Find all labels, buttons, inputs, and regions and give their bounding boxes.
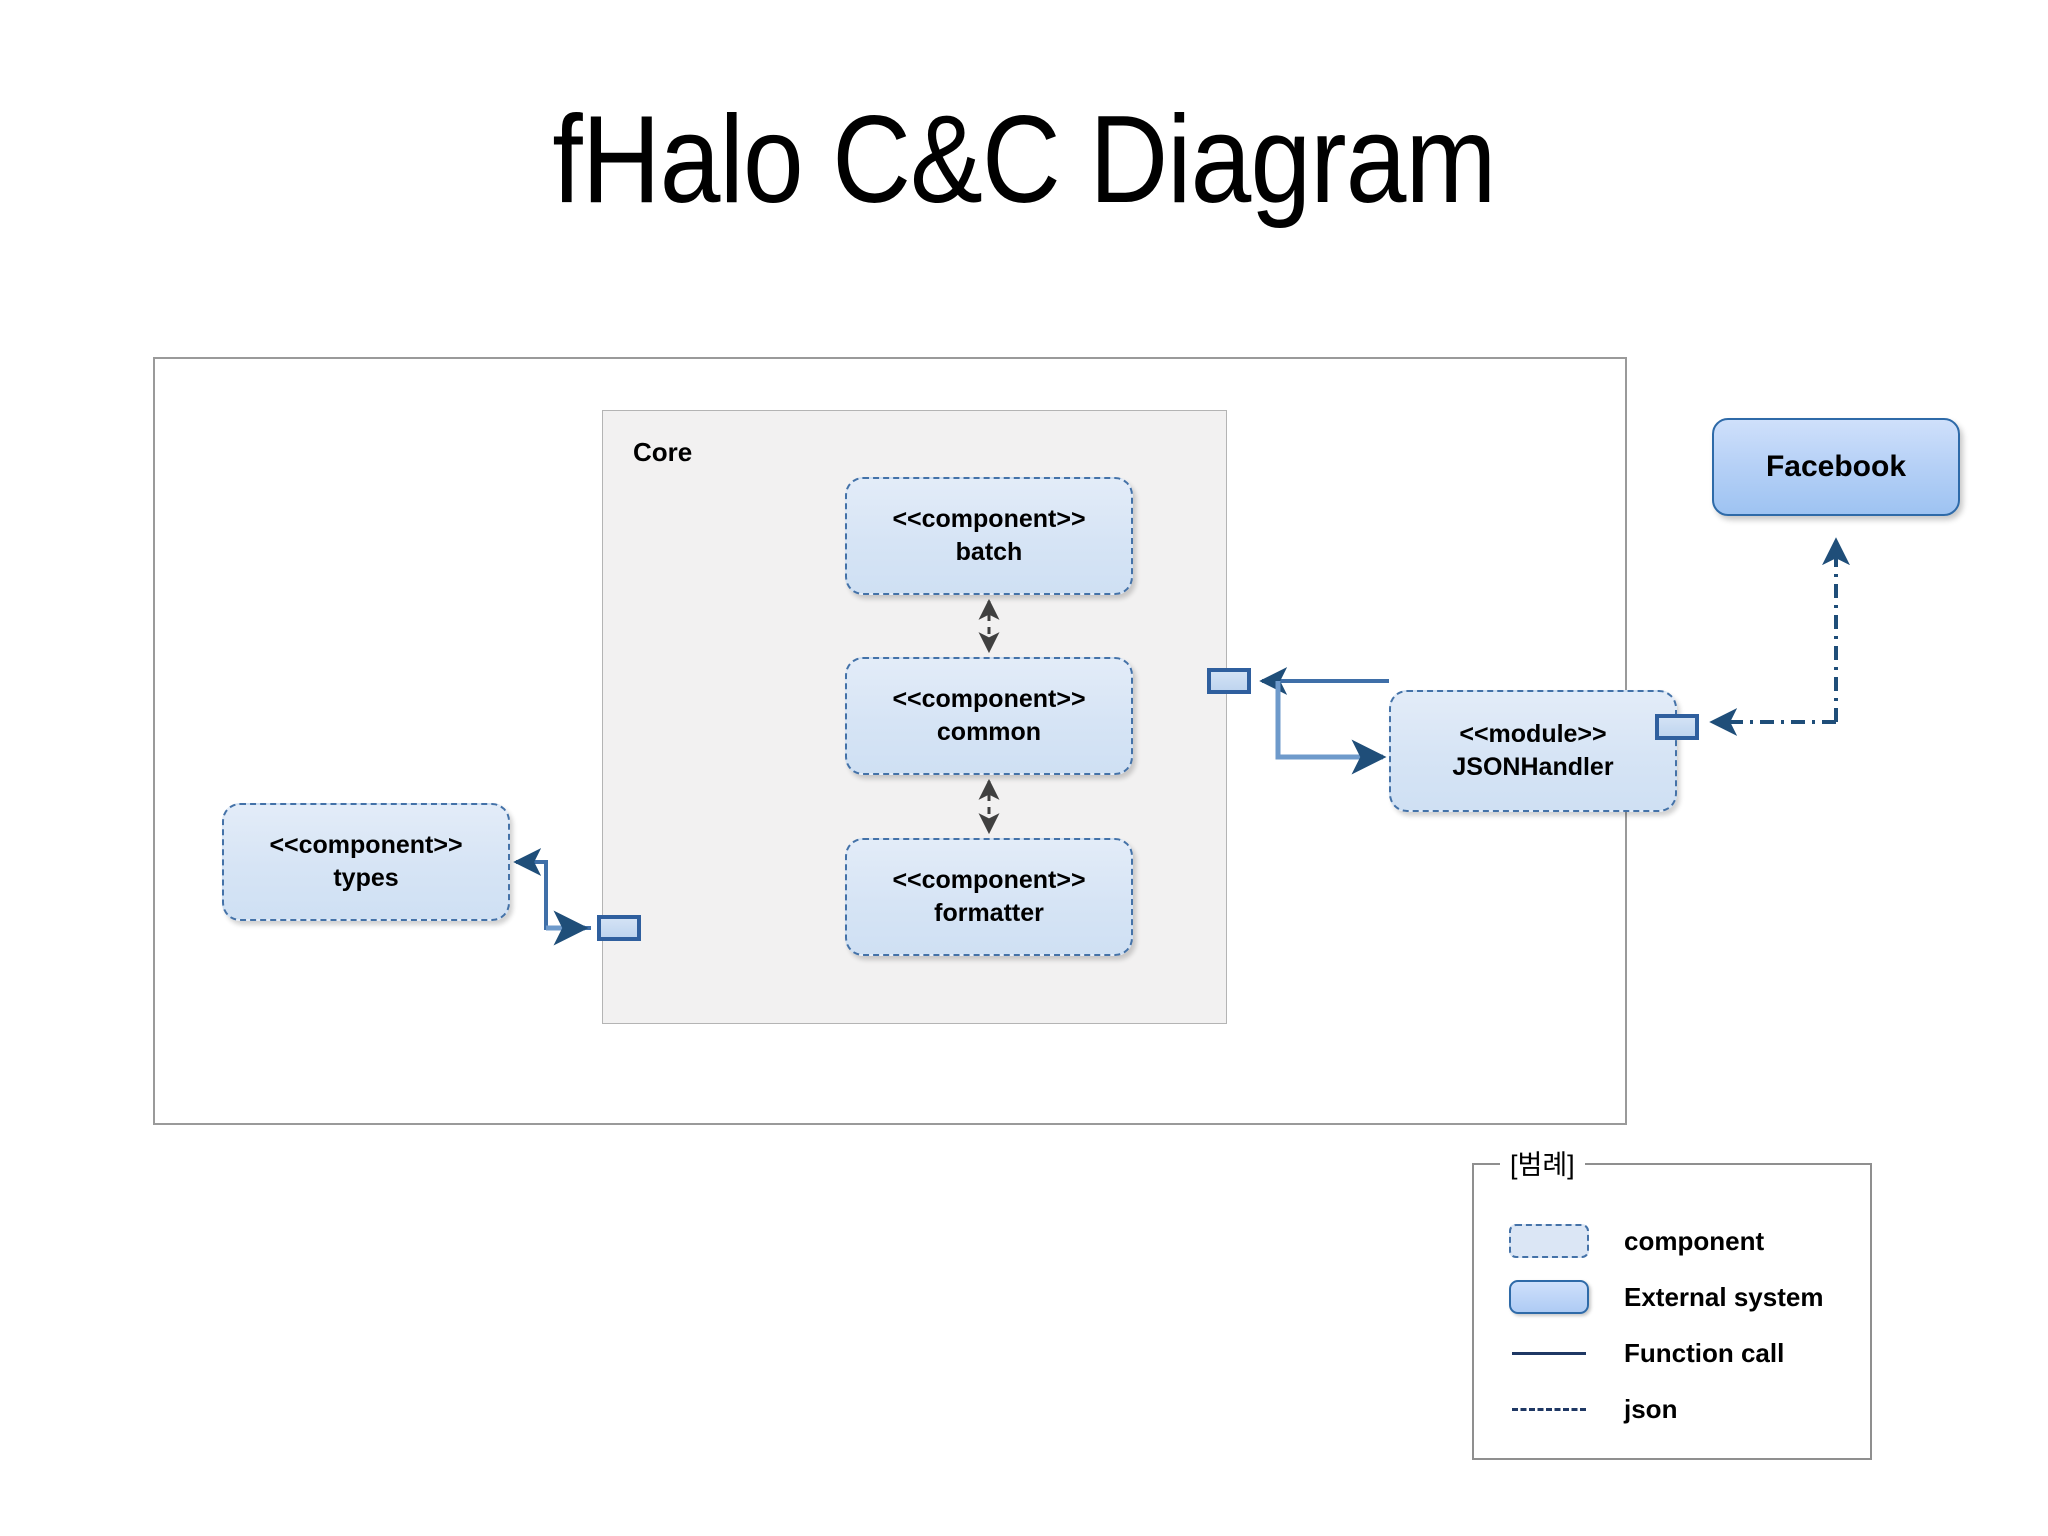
component-stereotype: <<component>> bbox=[892, 684, 1086, 713]
legend-item-external-system: External system bbox=[1474, 1269, 1874, 1325]
legend-item-label: json bbox=[1624, 1393, 1678, 1424]
component-batch[interactable]: <<component>> batch bbox=[845, 477, 1133, 595]
external-system-facebook[interactable]: Facebook bbox=[1712, 418, 1960, 516]
component-name: types bbox=[333, 864, 399, 892]
legend-swatch-wrap bbox=[1474, 1407, 1624, 1411]
legend-item-label: External system bbox=[1624, 1281, 1824, 1312]
legend-box: [범례] component External system Function … bbox=[1472, 1143, 1874, 1460]
core-label: Core bbox=[633, 437, 693, 467]
module-jsonhandler[interactable]: <<module>> JSONHandler bbox=[1389, 690, 1677, 812]
module-stereotype: <<module>> bbox=[1459, 719, 1607, 748]
connector-json-facebook bbox=[1709, 537, 1850, 736]
legend-item-component: component bbox=[1474, 1213, 1874, 1269]
page-title: fHalo C&C Diagram bbox=[552, 91, 1496, 229]
legend-swatch-wrap bbox=[1474, 1224, 1624, 1258]
component-types[interactable]: <<component>> types bbox=[222, 803, 510, 921]
component-swatch-icon bbox=[1509, 1224, 1589, 1258]
component-formatter[interactable]: <<component>> formatter bbox=[845, 838, 1133, 956]
dash-dot-line-icon bbox=[1512, 1407, 1586, 1411]
component-name: common bbox=[936, 718, 1042, 746]
legend-swatch-wrap bbox=[1474, 1351, 1624, 1355]
component-stereotype: <<component>> bbox=[892, 865, 1086, 894]
component-name: batch bbox=[955, 538, 1023, 566]
component-stereotype: <<component>> bbox=[892, 504, 1086, 533]
legend-item-label: Function call bbox=[1624, 1337, 1785, 1368]
component-common[interactable]: <<component>> common bbox=[845, 657, 1133, 775]
port-core-left[interactable] bbox=[597, 915, 641, 941]
port-jsonhandler-right[interactable] bbox=[1655, 714, 1699, 740]
legend-swatch-wrap bbox=[1474, 1280, 1624, 1314]
port-core-right[interactable] bbox=[1207, 668, 1251, 694]
module-name: JSONHandler bbox=[1452, 753, 1614, 781]
legend-title: [범례] bbox=[1500, 1143, 1585, 1182]
component-stereotype: <<component>> bbox=[269, 830, 463, 859]
legend-item-function-call: Function call bbox=[1474, 1325, 1874, 1381]
legend-item-json: json bbox=[1474, 1381, 1874, 1437]
solid-line-icon bbox=[1512, 1351, 1586, 1355]
external-system-swatch-icon bbox=[1509, 1280, 1589, 1314]
legend-item-label: component bbox=[1624, 1225, 1765, 1256]
component-name: formatter bbox=[934, 899, 1044, 927]
